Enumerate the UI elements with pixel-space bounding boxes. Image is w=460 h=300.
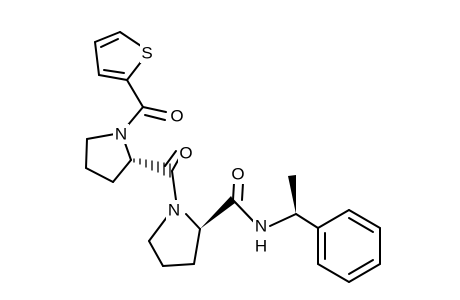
bond <box>98 74 128 81</box>
bond <box>317 209 350 229</box>
oxygen-atom-label: O <box>231 165 244 184</box>
bond <box>193 228 201 265</box>
label-bg <box>169 106 185 126</box>
nitrogen-atom-label: N <box>255 217 267 236</box>
label-bg <box>253 216 269 256</box>
thiophene-carbonyl <box>126 79 167 126</box>
nitrogen-atom-label: N <box>115 125 127 144</box>
double-bond <box>241 182 244 201</box>
bond <box>185 213 201 230</box>
bond <box>126 79 144 108</box>
label-bg <box>166 200 182 220</box>
hydrogen-atom-label: H <box>255 237 267 256</box>
pyrrolidine-ring-top <box>85 133 132 183</box>
phenyl-ring <box>317 209 381 283</box>
bond <box>162 263 195 267</box>
double-bond <box>164 150 177 167</box>
nitrogen-atom-label: N <box>168 201 180 220</box>
label-bg <box>230 164 246 184</box>
label-bg <box>113 124 129 144</box>
bond <box>232 199 255 223</box>
bond <box>295 213 319 229</box>
bond <box>85 138 88 169</box>
oxygen-atom-label: O <box>170 107 183 126</box>
double-bond-inner <box>100 38 119 48</box>
thiophene-ring <box>94 31 145 81</box>
double-bond-inner <box>348 217 374 233</box>
bond <box>86 133 116 140</box>
atom-labels: S O N O N O N H <box>113 43 269 256</box>
bond <box>142 106 167 113</box>
bond <box>94 41 100 76</box>
bond <box>171 170 177 201</box>
sulfur-atom-label: S <box>141 44 152 63</box>
bond <box>317 263 350 283</box>
bond <box>348 209 381 229</box>
pyrrolidine-ring-bottom <box>148 213 201 267</box>
bond <box>127 106 144 126</box>
bond <box>348 263 381 283</box>
methyl-wedge <box>288 175 296 214</box>
bond <box>94 31 121 43</box>
label-bg <box>178 143 194 163</box>
solid-wedge-stereo-bond <box>200 196 235 229</box>
double-bond-inner <box>348 259 374 275</box>
bond <box>148 216 168 242</box>
oxygen-atom-label: O <box>179 144 192 163</box>
bond <box>232 182 235 201</box>
label-bg <box>140 43 155 63</box>
bond <box>269 213 297 227</box>
double-bond-inner <box>103 69 125 74</box>
amide-group <box>232 182 255 223</box>
bond <box>124 142 132 161</box>
bond <box>148 240 164 267</box>
bond <box>85 167 114 183</box>
bond <box>112 159 132 183</box>
double-bond <box>144 114 166 121</box>
hashed-wedge-stereo-bond <box>133 158 171 178</box>
